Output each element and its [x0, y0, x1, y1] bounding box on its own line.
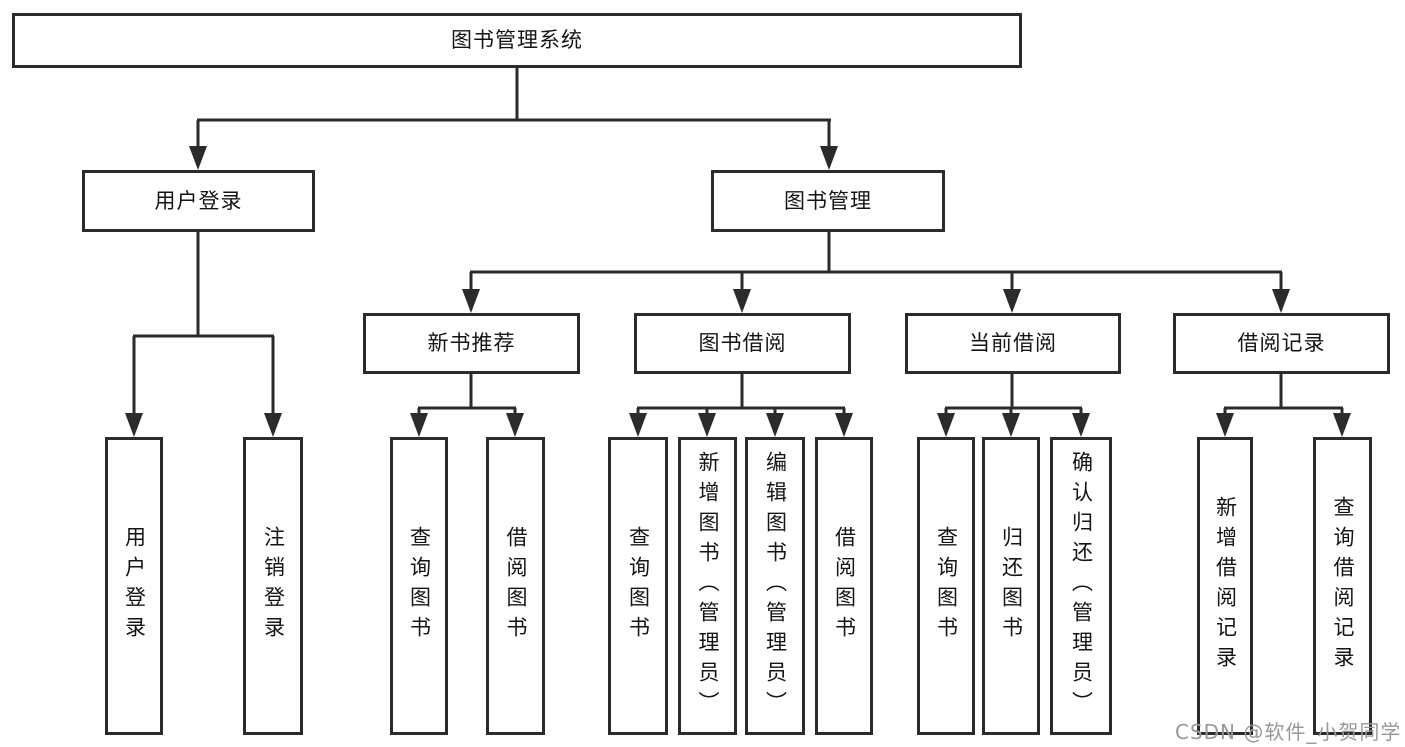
node-book-borrowing: 图书借阅 [634, 313, 851, 374]
leaf-edit-book-admin: 编辑图书（管理员） [745, 437, 805, 735]
node-user-login: 用户登录 [82, 170, 315, 232]
leaf-confirm-return-admin-label: 确认归还（管理员） [1069, 451, 1094, 721]
node-current-borrowing-label: 当前借阅 [969, 331, 1057, 355]
leaf-borrow-books-borrowing: 借阅图书 [815, 437, 873, 735]
node-user-login-label: 用户登录 [154, 188, 243, 213]
leaf-query-books-current-label: 查询图书 [934, 526, 959, 646]
leaf-confirm-return-admin: 确认归还（管理员） [1050, 437, 1112, 735]
node-borrowing-records-label: 借阅记录 [1237, 331, 1326, 355]
leaf-query-books-borrowing: 查询图书 [608, 437, 668, 735]
node-root-system-label: 图书管理系统 [451, 28, 583, 52]
leaf-query-books-current: 查询图书 [917, 437, 975, 735]
csdn-watermark: CSDN @软件_小贺同学 [1175, 720, 1402, 744]
leaf-return-books: 归还图书 [982, 437, 1040, 735]
leaf-borrow-books-borrowing-label: 借阅图书 [832, 526, 857, 646]
node-book-management: 图书管理 [711, 170, 945, 232]
node-book-management-label: 图书管理 [784, 188, 872, 213]
leaf-edit-book-admin-label: 编辑图书（管理员） [763, 451, 788, 721]
leaf-user-login-label: 用户登录 [122, 526, 147, 646]
leaf-logout: 注销登录 [243, 437, 303, 735]
leaf-query-borrow-record: 查询借阅记录 [1313, 437, 1372, 735]
node-root-system: 图书管理系统 [12, 13, 1022, 68]
node-borrowing-records: 借阅记录 [1173, 313, 1390, 374]
node-book-borrowing-label: 图书借阅 [698, 331, 787, 355]
leaf-add-book-admin: 新增图书（管理员） [678, 437, 737, 735]
leaf-logout-label: 注销登录 [261, 526, 286, 646]
leaf-return-books-label: 归还图书 [999, 526, 1024, 646]
leaf-query-borrow-record-label: 查询借阅记录 [1331, 496, 1355, 676]
leaf-borrow-books-recommend: 借阅图书 [486, 437, 545, 735]
leaf-add-borrow-record-label: 新增借阅记录 [1213, 496, 1238, 676]
leaf-add-book-admin-label: 新增图书（管理员） [696, 451, 720, 721]
leaf-borrow-books-recommend-label: 借阅图书 [504, 526, 528, 646]
node-current-borrowing: 当前借阅 [905, 313, 1121, 374]
leaf-query-books-recommend: 查询图书 [390, 437, 448, 735]
leaf-add-borrow-record: 新增借阅记录 [1197, 437, 1253, 735]
leaf-query-books-borrowing-label: 查询图书 [626, 526, 651, 646]
leaf-query-books-recommend-label: 查询图书 [407, 526, 432, 646]
node-new-book-recommend-label: 新书推荐 [427, 331, 516, 355]
leaf-user-login: 用户登录 [105, 437, 163, 735]
node-new-book-recommend: 新书推荐 [363, 313, 580, 374]
